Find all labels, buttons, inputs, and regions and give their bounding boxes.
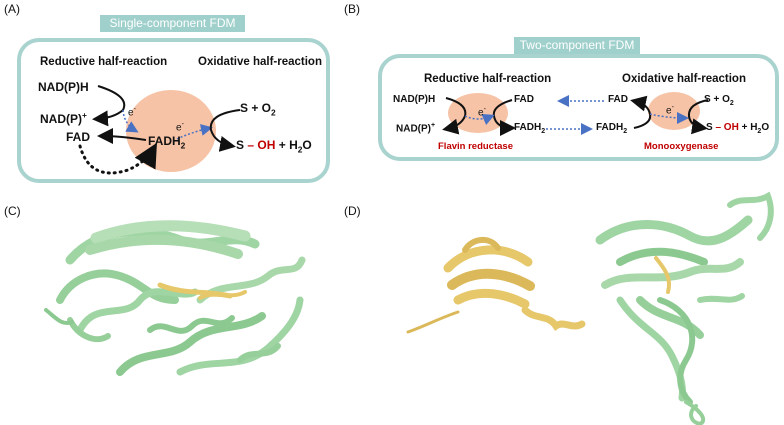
fadh-arrow-b2 — [630, 95, 652, 129]
reductive-header-b: Reductive half-reaction — [424, 73, 552, 85]
panel-b-banner: Two-component FDM — [514, 37, 640, 54]
nadph-label-b: NAD(P)H — [393, 94, 436, 105]
fadh2-label-b1: FADH2 — [514, 122, 546, 135]
electron-arrow-b1 — [464, 114, 495, 126]
panel-label-b: (B) — [344, 2, 360, 16]
enzyme-label-monooxygenase: Monooxygenase — [644, 141, 719, 152]
fad-label-b1: FAD — [514, 94, 534, 105]
protein-structure-d-reductase — [406, 237, 586, 334]
substrate-o2-label-b: S + O2 — [704, 94, 734, 107]
fad-label-b2: FAD — [608, 94, 628, 105]
nadp-label-b: NAD(P)+ — [396, 122, 436, 135]
enzyme-blob-a — [126, 90, 216, 172]
nadph-label-a: NAD(P)H — [38, 80, 89, 94]
product-label-a: S – OH + H2O — [236, 138, 312, 155]
nadph-arrow-a — [92, 85, 126, 127]
fad-label-a: FAD — [66, 130, 90, 144]
fadh2-label-b2: FADH2 — [596, 122, 628, 135]
nadp-label-a: NAD(P)+ — [40, 110, 87, 126]
electron-label-b1: e- — [478, 106, 486, 119]
electron-arrow-a2 — [176, 124, 213, 140]
fadh2-label-a: FADH2 — [148, 134, 186, 151]
electron-arrow-a1 — [122, 109, 139, 133]
protein-structure-c — [44, 220, 306, 376]
oxidative-header-a: Oxidative half-reaction — [198, 56, 322, 68]
panel-label-d: (D) — [344, 204, 361, 218]
electron-label-a2: e- — [176, 121, 184, 134]
reductive-header-a: Reductive half-reaction — [40, 56, 168, 68]
substrate-arrow-a — [209, 109, 241, 152]
electron-label-a1: e- — [128, 106, 136, 119]
fadh-to-fad-arrow-a — [97, 128, 147, 145]
product-label-b: S – OH + H2O — [706, 122, 770, 135]
panel-label-a: (A) — [4, 2, 20, 16]
protein-structure-d-monooxygenase — [595, 191, 774, 425]
oxidative-header-b: Oxidative half-reaction — [622, 73, 746, 85]
enzyme-label-reductase: Flavin reductase — [438, 141, 513, 152]
electron-label-b2: e- — [666, 104, 674, 117]
panel-a-banner: Single-component FDM — [100, 15, 245, 32]
substrate-arrow-b — [687, 99, 709, 135]
fad-recycle-arrow-a — [78, 142, 157, 175]
substrate-o2-label-a: S + O2 — [240, 101, 276, 118]
panel-label-c: (C) — [4, 204, 21, 218]
electron-arrow-b2 — [649, 111, 689, 124]
panel-b-box — [378, 54, 779, 161]
